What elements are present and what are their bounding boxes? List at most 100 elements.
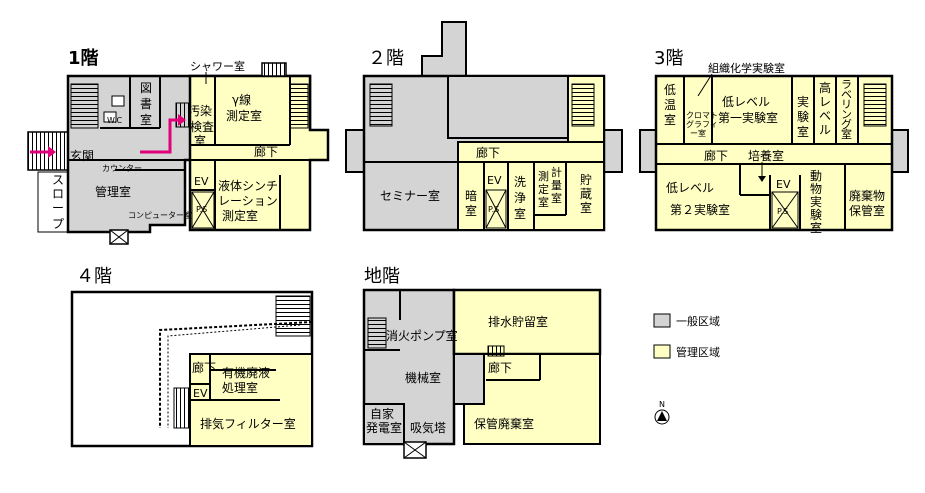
svg-text:EV: EV (194, 175, 209, 188)
svg-text:温: 温 (664, 98, 676, 112)
svg-text:組織化学実験室: 組織化学実験室 (708, 61, 785, 75)
svg-text:γ線: γ線 (232, 92, 251, 107)
svg-text:汚染: 汚染 (188, 103, 212, 118)
svg-text:廊下: 廊下 (192, 360, 216, 375)
floor-1-plan: 1階 (27, 48, 330, 245)
legend-managed-label: 管理区域 (676, 345, 720, 359)
svg-text:室: 室 (465, 203, 477, 218)
svg-text:第２実験室: 第２実験室 (670, 202, 730, 217)
svg-text:廃棄物: 廃棄物 (849, 188, 885, 203)
svg-text:有機廃液: 有機廃液 (222, 365, 270, 380)
legend-general-label: 一般区域 (676, 315, 720, 328)
svg-text:物: 物 (810, 182, 822, 196)
svg-text:室: 室 (664, 112, 676, 127)
svg-text:第一実験室: 第一実験室 (718, 110, 778, 125)
svg-text:暗: 暗 (465, 188, 477, 203)
svg-text:クロマト: クロマト (686, 111, 718, 120)
svg-text:液体シンチ: 液体シンチ (218, 178, 278, 193)
svg-text:検査: 検査 (190, 120, 214, 134)
svg-text:グラフィ: グラフィ (686, 119, 718, 129)
svg-text:高: 高 (819, 80, 831, 95)
svg-text:グ: グ (841, 117, 852, 131)
svg-text:室: 室 (797, 124, 809, 139)
floor-3-managed-area (654, 74, 894, 232)
svg-text:保管廃棄室: 保管廃棄室 (474, 416, 534, 431)
svg-text:処理室: 処理室 (222, 380, 258, 395)
svg-text:室: 室 (538, 195, 549, 209)
svg-text:ー室: ー室 (690, 128, 706, 138)
svg-text:排気フィルター室: 排気フィルター室 (200, 416, 296, 431)
svg-text:験: 験 (810, 207, 822, 222)
svg-text:計: 計 (551, 165, 562, 179)
svg-text:コンピューター室: コンピューター室 (128, 210, 192, 220)
svg-text:EV: EV (487, 174, 502, 187)
svg-text:浄: 浄 (514, 191, 526, 205)
svg-text:量: 量 (551, 179, 562, 192)
svg-text:セミナー室: セミナー室 (380, 188, 440, 203)
svg-text:ラ: ラ (841, 78, 852, 91)
svg-text:ン: ン (841, 108, 852, 121)
svg-text:室: 室 (580, 200, 592, 215)
svg-text:廊下: 廊下 (254, 144, 278, 159)
svg-text:P.S: P.S (777, 207, 788, 216)
legend-general-swatch (653, 313, 671, 328)
svg-text:ベ: ベ (819, 109, 831, 123)
svg-text:保管室: 保管室 (849, 203, 885, 218)
svg-text:ル: ル (819, 123, 831, 137)
svg-text:低レベル: 低レベル (666, 181, 714, 195)
svg-text:発電室: 発電室 (366, 420, 402, 435)
svg-text:実: 実 (797, 94, 809, 109)
svg-text:ベ: ベ (841, 88, 852, 101)
f1-entrance-label: 玄関 (70, 148, 94, 163)
floor-4-title: ４階 (76, 266, 112, 287)
svg-text:実: 実 (810, 194, 822, 209)
svg-text:EV: EV (776, 178, 791, 191)
svg-text:吸気塔: 吸気塔 (410, 420, 446, 435)
svg-text:低レベル: 低レベル (722, 95, 770, 109)
floor-1-title: 1階 (68, 48, 99, 69)
svg-text:ロ: ロ (52, 187, 64, 201)
north-label: N (659, 400, 665, 409)
legend-managed-swatch (653, 344, 671, 359)
svg-text:廊下: 廊下 (704, 148, 728, 163)
floor-3-plan: 3階 組織化学実験室 低 温 室 クロマト グラフィ ー室 (639, 48, 909, 235)
svg-text:定: 定 (538, 182, 549, 196)
svg-text:測定室: 測定室 (222, 208, 258, 223)
basement-plan: 地階 消火ポンプ室 排水貯留室 機械室 廊下 自家 発電室 吸気塔 保管廃棄室 (362, 266, 602, 459)
svg-text:廊下: 廊下 (488, 360, 512, 375)
basement-title: 地階 (364, 266, 400, 287)
svg-text:低: 低 (664, 83, 676, 97)
svg-text:測: 測 (538, 169, 549, 183)
svg-text:自家: 自家 (370, 406, 394, 421)
legend: 一般区域 管理区域 N (653, 313, 720, 425)
svg-text:リ: リ (841, 98, 852, 111)
floor-2-title: ２階 (368, 48, 404, 69)
svg-text:ー: ー (52, 201, 64, 215)
svg-text:P.S: P.S (488, 205, 499, 214)
svg-text:W.C: W.C (107, 116, 123, 125)
f1-shower-label: シャワー室 (190, 59, 245, 73)
svg-text:室: 室 (810, 220, 822, 235)
svg-text:動: 動 (810, 169, 822, 183)
floor-3-title: 3階 (654, 48, 683, 69)
svg-text:室: 室 (514, 206, 526, 221)
floor-2-plan: ２階 廊下 セミナー室 暗 室 EV P.S 洗 浄 (345, 21, 623, 232)
svg-text:室: 室 (194, 133, 206, 148)
svg-text:機械室: 機械室 (405, 370, 441, 385)
svg-text:室: 室 (140, 112, 152, 127)
svg-text:管理室: 管理室 (95, 184, 131, 199)
slope (37, 171, 69, 233)
svg-text:貯: 貯 (580, 173, 592, 187)
svg-text:EV: EV (193, 387, 208, 400)
svg-text:カウンター: カウンター (102, 164, 142, 173)
svg-text:レ: レ (819, 95, 831, 109)
floor-4-plan: ４階 廊下 EV 有機廃液 処理室 排気フィルター室 (70, 266, 314, 448)
svg-text:消火ポンプ室: 消火ポンプ室 (386, 328, 458, 343)
svg-text:P.S: P.S (196, 205, 207, 214)
svg-text:室: 室 (551, 191, 562, 205)
svg-text:レーション: レーション (218, 194, 278, 208)
svg-text:培養室: 培養室 (748, 148, 784, 163)
svg-text:図: 図 (140, 81, 152, 95)
